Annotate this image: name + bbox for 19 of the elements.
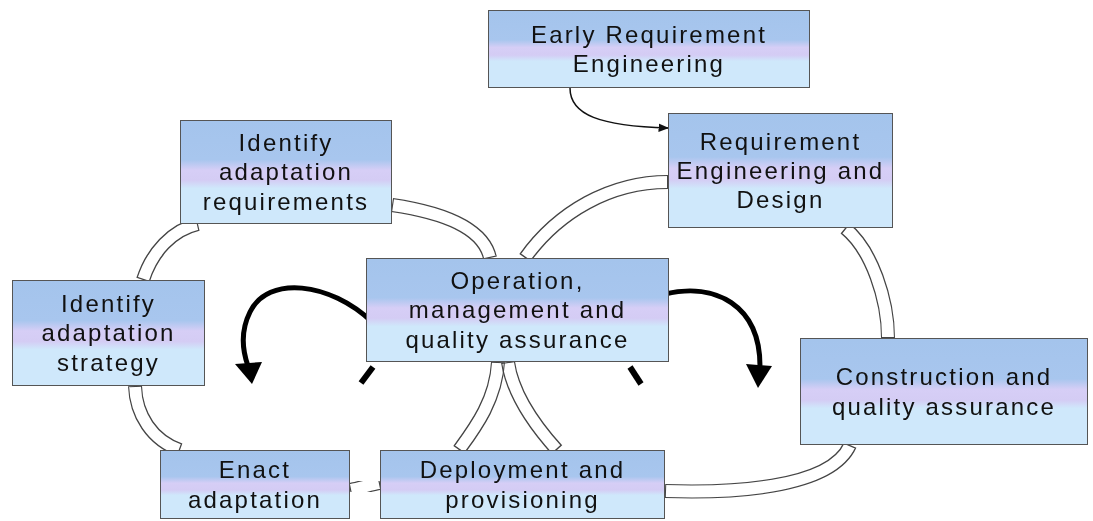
process-box xyxy=(12,280,205,386)
box-label: Deployment and provisioning xyxy=(418,455,627,514)
box-label: Enact adaptation xyxy=(186,455,324,514)
process-box xyxy=(160,450,350,519)
box-label: Early Requirement Engineering xyxy=(529,19,769,79)
process-box xyxy=(180,120,392,224)
arrow xyxy=(569,87,670,132)
process-box xyxy=(800,338,1088,445)
process-box xyxy=(380,450,665,519)
process-box xyxy=(668,113,893,228)
process-box xyxy=(488,10,810,88)
box-label: Identify adaptation requirements xyxy=(201,128,371,216)
process-box xyxy=(366,258,669,362)
loop-line xyxy=(348,476,382,497)
box-label: Requirement Engineering and Design xyxy=(675,126,886,215)
loop-line xyxy=(390,198,497,260)
box-label: Construction and quality assurance xyxy=(830,362,1058,421)
box-label: Operation, management and quality assurance xyxy=(404,266,631,354)
box-label: Identify adaptation strategy xyxy=(40,289,177,377)
